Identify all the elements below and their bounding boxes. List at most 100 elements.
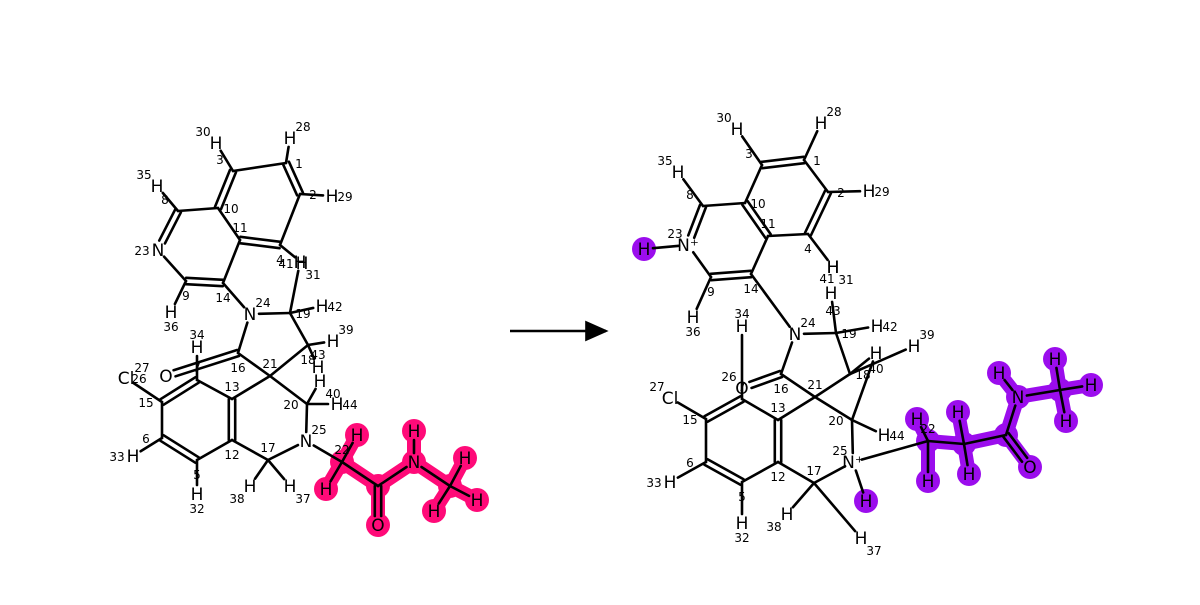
product-bond-49-51 [1058, 385, 1084, 392]
product-atom-symbol-54: H [952, 403, 965, 423]
reactant-atom-number-8: 8 [161, 193, 169, 207]
product-atom-number-11: 11 [760, 217, 775, 231]
product-bond-45-46-second [1007, 431, 1029, 460]
product-bond-8-23 [686, 203, 702, 237]
reactant-atom-symbol-32: H [191, 485, 204, 505]
product-bond-17-12 [776, 460, 816, 485]
product-atom-number-30: 30 [716, 111, 731, 125]
product-atom-number-44: 44 [889, 429, 904, 443]
reactant-bond-8-35 [161, 191, 180, 213]
product-bond-20-44 [850, 418, 878, 433]
product-bond-49-50 [1055, 366, 1062, 392]
product-bond-16-26 [748, 369, 782, 384]
reactant-bond-47-49 [420, 465, 452, 488]
product-bond-7-15-second [706, 400, 745, 424]
reactant-bond-13-7 [195, 378, 234, 401]
product-atom-symbol-35: H [672, 163, 685, 183]
product-atom-symbol-43: H [825, 284, 838, 304]
reactant-bond-17-12 [230, 438, 270, 462]
product-bond-24-19 [802, 331, 838, 336]
product-atom-number-14: 14 [743, 282, 758, 296]
reactant-atom-number-32: 32 [189, 502, 204, 516]
reactant-bond-3-1 [231, 161, 288, 173]
product-atom-number-17: 17 [806, 464, 821, 478]
product-atom-symbol-59: H [860, 492, 873, 512]
reactant-atom-number-10: 10 [223, 202, 238, 216]
reactant-atom-number-2: 2 [309, 188, 317, 202]
product-bond-10-3 [743, 163, 764, 205]
reactant-atom-symbol-41: H [296, 254, 309, 274]
reactant-bond-2-29 [298, 192, 325, 197]
reactant-atom-symbol-23: N [152, 241, 165, 261]
reactant-atom-number-9: 9 [182, 289, 190, 303]
reactant-bond-8-23 [157, 208, 177, 242]
reactant-atom-number-23: 23 [134, 244, 149, 258]
reactant-atom-number-40: 40 [325, 387, 340, 401]
product-atom-number-35: 35 [657, 154, 672, 168]
product-atom-number-2: 2 [837, 186, 845, 200]
reactant-bond-4-41 [278, 243, 297, 259]
reactant-atom-number-31: 31 [305, 268, 320, 282]
product-atom-symbol-44: H [878, 426, 891, 446]
reactant-atom-number-27: 27 [134, 361, 149, 375]
product-atom-number-37: 37 [866, 544, 881, 558]
reactant-bond-49-51 [448, 484, 471, 498]
product-atom-number-20: 20 [828, 414, 843, 428]
reactant-bond-9-14 [184, 282, 225, 288]
product-bond-21-20 [813, 395, 854, 422]
product-bond-14-24 [749, 272, 791, 329]
reactant-bond-5-12 [195, 438, 234, 462]
product-bond-25-17 [812, 464, 847, 485]
product-bond-10-8 [701, 201, 747, 208]
reactant-atom-number-19: 19 [295, 307, 310, 321]
product-bond-53-45 [962, 433, 1008, 446]
reactant-bond-21-18 [268, 343, 310, 378]
reactant-atom-number-41: 41 [278, 257, 293, 271]
product-atom-number-34: 34 [734, 307, 749, 321]
product-bond-3-1-second [760, 155, 805, 164]
product-atom-number-28: 28 [826, 105, 841, 119]
product-atom-number-16: 16 [773, 382, 788, 396]
reactant-bond-16-27 [172, 348, 239, 372]
product-bond-19-43 [830, 300, 838, 335]
product-atom-number-25: 25 [832, 444, 847, 458]
product-atom-symbol-23: N⁺ [677, 236, 699, 256]
product-atom-number-38: 38 [766, 520, 781, 534]
reactant-bond-10-3-second [213, 168, 232, 209]
product-atom-symbol-39: H [908, 337, 921, 357]
product-atom-number-5: 5 [738, 490, 746, 504]
reactant-bond-23-9 [162, 255, 188, 283]
product-atom-layer: 12345678910111213141516171819202122N⁺23N… [638, 105, 1098, 558]
product-bond-15-27 [676, 401, 708, 421]
reactant-atom-number-1: 1 [295, 157, 303, 171]
reactant-bond-4-11 [239, 235, 282, 244]
product-atom-number-6: 6 [686, 456, 694, 470]
product-bond-8-23-second [692, 205, 708, 240]
product-highlight-atom-59 [854, 489, 878, 513]
product-atom-symbol-33: H [664, 473, 677, 493]
product-atom-symbol-51: H [1085, 376, 1098, 396]
reactant-atom-symbol-30: H [210, 134, 223, 154]
product-bond-17-37 [812, 481, 857, 533]
reactant-atom-number-28: 28 [295, 120, 310, 134]
product-atom-number-15: 15 [682, 413, 697, 427]
reactant-atom-number-33: 33 [109, 450, 124, 464]
reactant-bond-49-52 [437, 484, 452, 505]
reactant-bond-49-50 [448, 464, 463, 488]
reactant-atom-symbol-40: H [314, 372, 327, 392]
reactant-atom-symbol-39: H [327, 332, 340, 352]
product-bond-22-56 [919, 425, 930, 443]
reactant-atom-number-29: 29 [337, 190, 352, 204]
product-bond-4-31 [806, 232, 829, 262]
reactant-bond-7-15-second [162, 381, 201, 407]
product-atom-symbol-50: H [1049, 350, 1062, 370]
reactant-atom-number-30: 30 [195, 125, 210, 139]
reactant-atom-number-26: 26 [131, 372, 146, 386]
reactant-bond-16-21 [236, 351, 272, 378]
reactant-atom-symbol-29: H [326, 187, 339, 207]
product-atom-number-26: 26 [721, 370, 736, 384]
product-bond-16-21 [779, 372, 817, 399]
reactant-bond-11-10 [216, 206, 242, 242]
product-bond-11-10-second [741, 203, 767, 240]
